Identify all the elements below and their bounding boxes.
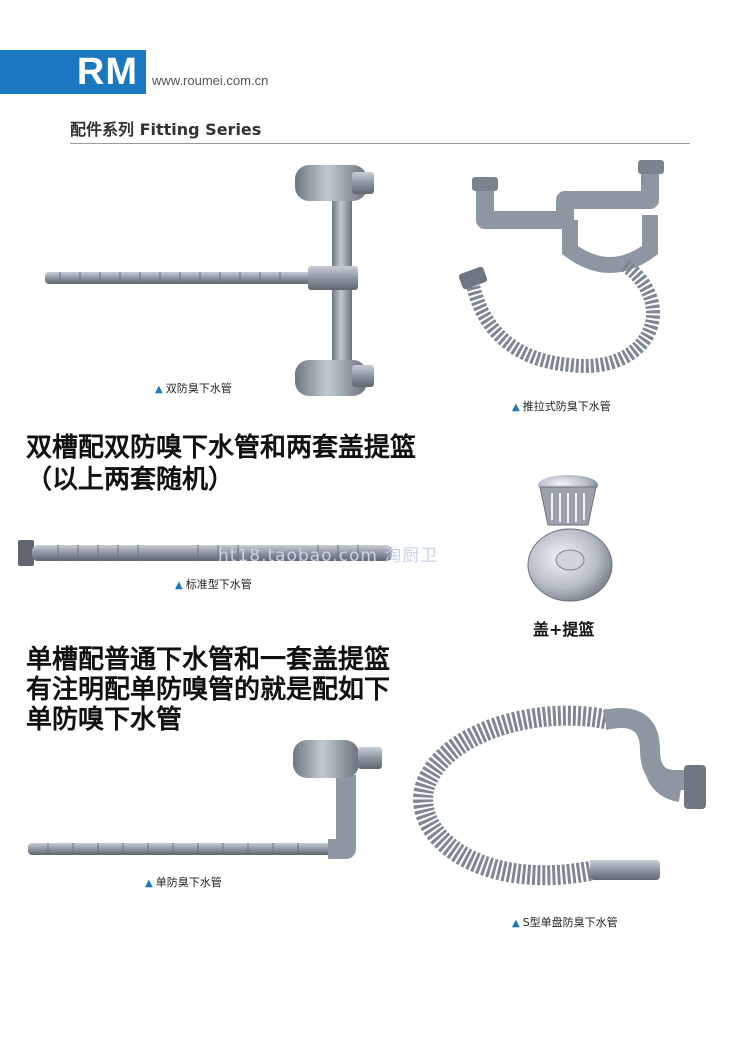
lid-basket-image [527, 475, 613, 602]
website-url: www.roumei.com.cn [152, 73, 269, 88]
standard-pipe-image [18, 540, 392, 566]
brand-logo: RM [0, 50, 146, 94]
lid-basket-caption: 盖+提篮 [533, 620, 595, 639]
pull-type-caption: ▲推拉式防臭下水管 [512, 400, 611, 413]
header-divider [70, 143, 690, 144]
single-sink-note-line1: 单槽配普通下水管和一套盖提篮 [26, 645, 391, 675]
single-trap-pipe-image [28, 740, 382, 859]
pull-type-pipe-image [458, 160, 664, 373]
double-sink-note-line2: （以上两套随机） [26, 465, 235, 495]
triangle-icon: ▲ [512, 402, 520, 413]
single-sink-note-line3: 单防嗅下水管 [26, 705, 183, 735]
double-trap-caption: ▲双防臭下水管 [155, 382, 232, 395]
double-trap-pipe-image [45, 165, 374, 396]
standard-caption: ▲标准型下水管 [175, 578, 252, 591]
s-type-pipe-image [413, 705, 706, 886]
double-sink-note-line1: 双槽配双防嗅下水管和两套盖提篮 [26, 433, 417, 463]
triangle-icon: ▲ [175, 580, 183, 591]
single-trap-caption: ▲单防臭下水管 [145, 876, 222, 889]
watermark: ht18.taobao.com 淘厨卫 [218, 546, 439, 566]
triangle-icon: ▲ [145, 878, 153, 889]
triangle-icon: ▲ [155, 384, 163, 395]
s-type-caption: ▲S型单盘防臭下水管 [512, 916, 618, 929]
series-title: 配件系列 Fitting Series [70, 120, 262, 139]
triangle-icon: ▲ [512, 918, 520, 929]
single-sink-note-line2: 有注明配单防嗅管的就是配如下 [26, 675, 391, 705]
